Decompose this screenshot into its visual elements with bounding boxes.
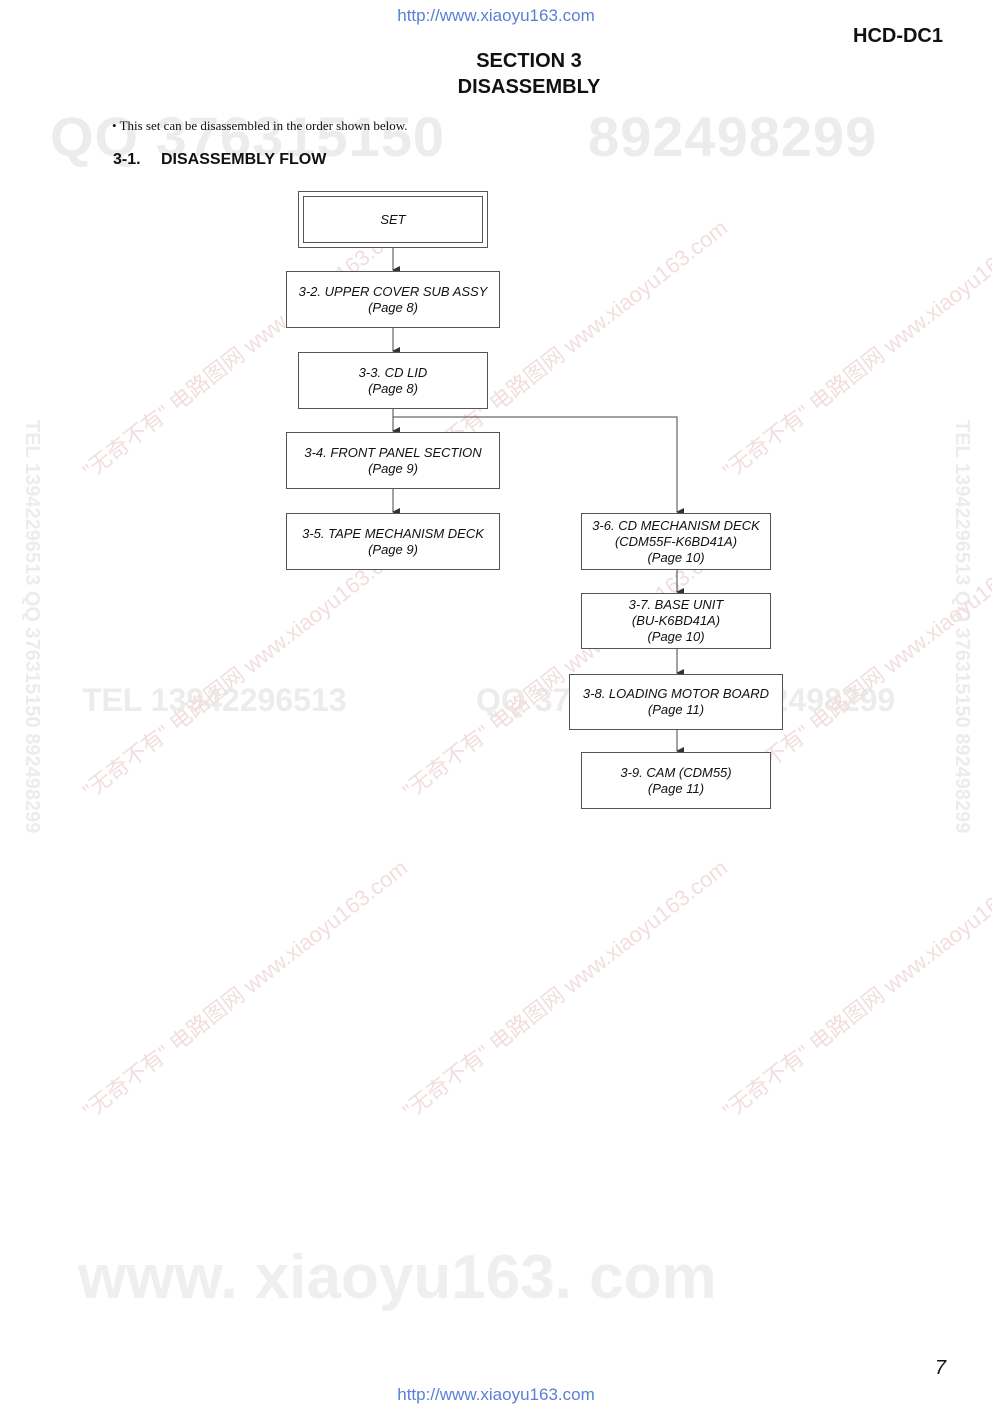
watermark-vertical-right: TEL 13942296513 QQ 376315150 892498299: [951, 420, 973, 834]
section-number: SECTION 3: [476, 50, 582, 72]
flow-box-label: 3-4. FRONT PANEL SECTION: [304, 444, 482, 460]
flow-box-part: (CDM55F-K6BD41A): [614, 533, 738, 549]
flow-box-part: (BU-K6BD41A): [631, 613, 721, 628]
flow-box-loading-motor: 3-8. LOADING MOTOR BOARD (Page 11): [569, 674, 783, 730]
flow-box-label: 3-3. CD LID: [358, 364, 428, 380]
flow-box-page: (Page 9): [368, 541, 418, 557]
flow-box-front-panel: 3-4. FRONT PANEL SECTION (Page 9): [286, 432, 500, 489]
flow-box-label: 3-5. TAPE MECHANISM DECK: [302, 525, 484, 541]
watermark-vertical-left: TEL 13942296513 QQ 376315150 892498299: [21, 420, 43, 834]
flow-box-tape-mechanism: 3-5. TAPE MECHANISM DECK (Page 9): [286, 513, 500, 570]
flow-box-label: 3-9. CAM (CDM55): [620, 764, 732, 780]
flow-box-page: (Page 10): [647, 629, 705, 644]
watermark-site: www. xiaoyu163. com: [78, 1243, 717, 1312]
model-number: HCD-DC1: [853, 25, 943, 47]
flow-box-label: 3-2. UPPER COVER SUB ASSY: [298, 283, 488, 299]
flow-box-upper-cover: 3-2. UPPER COVER SUB ASSY (Page 8): [286, 271, 500, 328]
flow-box-page: (Page 11): [647, 780, 705, 796]
flow-box-page: (Page 10): [647, 549, 705, 565]
flow-box-base-unit: 3-7. BASE UNIT (BU-K6BD41A) (Page 10): [581, 593, 771, 649]
intro-text: • This set can be disassembled in the or…: [112, 118, 408, 133]
section-title: DISASSEMBLY: [457, 76, 601, 98]
flow-box-cam: 3-9. CAM (CDM55) (Page 11): [581, 752, 771, 809]
flow-box-set: SET: [298, 191, 488, 248]
watermark-qq-2: 892498299: [588, 105, 878, 168]
subsection-heading: 3-1. DISASSEMBLY FLOW: [113, 151, 326, 169]
flow-box-label: 3-7. BASE UNIT: [628, 597, 724, 612]
flow-box-label: 3-6. CD MECHANISM DECK: [592, 517, 760, 533]
flow-box-cd-lid: 3-3. CD LID (Page 8): [298, 352, 488, 409]
watermark-tel: TEL 13942296513: [82, 682, 347, 718]
watermark-qq: QQ 376315150: [50, 105, 445, 168]
flow-box-page: (Page 8): [368, 299, 418, 315]
page-number: 7: [934, 1357, 946, 1379]
flow-box-page: (Page 9): [368, 460, 418, 476]
flow-box-cd-mechanism: 3-6. CD MECHANISM DECK (CDM55F-K6BD41A) …: [581, 513, 771, 570]
flow-box-label: 3-8. LOADING MOTOR BOARD: [582, 686, 770, 701]
subsection-number: 3-1.: [113, 151, 141, 168]
arrow-33-to-36: [393, 416, 684, 516]
subsection-title: DISASSEMBLY FLOW: [161, 151, 327, 168]
flow-box-page: (Page 8): [368, 380, 418, 396]
source-url-bottom[interactable]: http://www.xiaoyu163.com: [397, 1385, 595, 1404]
flow-box-page: (Page 11): [647, 702, 705, 717]
flow-box-label: SET: [380, 211, 406, 227]
source-url-top[interactable]: http://www.xiaoyu163.com: [397, 6, 595, 25]
